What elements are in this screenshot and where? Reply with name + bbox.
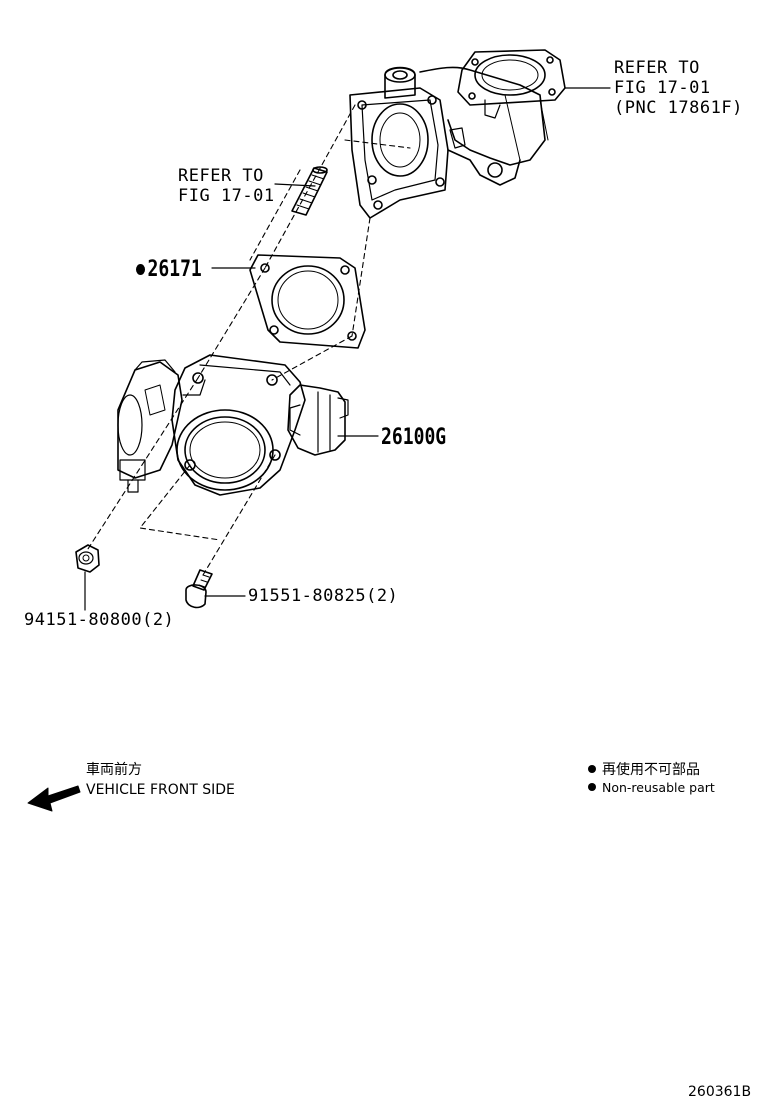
nut-part-number: 94151-80800(2) <box>24 610 175 630</box>
non-reusable-marker-icon <box>136 264 146 275</box>
bolt <box>185 569 213 609</box>
manifold-ref-line2: FIG 17-01 <box>614 78 711 98</box>
gasket-part-number: 26171 <box>136 258 202 282</box>
direction-label-jp: 車両前方 <box>86 762 142 778</box>
nonreusable-legend-en: Non-reusable part <box>588 780 715 795</box>
nonreusable-legend-jp: 再使用不可部品 <box>588 762 700 779</box>
assembly-guide-lines <box>85 104 411 576</box>
vehicle-front-arrow-icon <box>27 785 81 812</box>
bullet-icon <box>588 783 596 791</box>
throttle-body <box>117 354 349 496</box>
manifold-ref-line3: (PNC 17861F) <box>614 98 743 118</box>
direction-label-en: VEHICLE FRONT SIDE <box>86 782 235 798</box>
nut <box>75 544 100 573</box>
intake-manifold <box>349 49 566 219</box>
bolt-part-number: 91551-80825(2) <box>248 586 399 606</box>
manifold-ref-line1: REFER TO <box>614 58 700 78</box>
stud-ref-line1: REFER TO <box>178 166 264 186</box>
figure-id: 260361B <box>688 1084 752 1100</box>
stud-ref-line2: FIG 17-01 <box>178 186 275 206</box>
stud <box>291 166 328 216</box>
gasket <box>249 254 366 349</box>
bullet-icon <box>588 765 596 773</box>
throttle-body-part-number: 26100G <box>381 425 447 450</box>
leader-lines <box>84 87 611 611</box>
